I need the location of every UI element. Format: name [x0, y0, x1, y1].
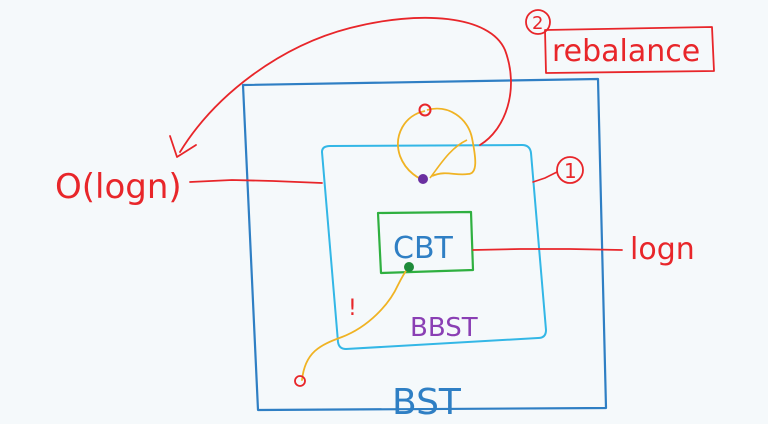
rotation-loop-inner — [426, 107, 477, 177]
bbst-box — [321, 144, 547, 350]
left-connector-line — [189, 179, 323, 184]
warning-mark: ! — [348, 296, 357, 321]
search-path-curve — [301, 267, 409, 381]
marker-one-leader — [532, 171, 558, 183]
right-complexity-label: logn — [630, 232, 695, 267]
right-connector-line — [472, 248, 623, 251]
left-complexity-label: O(logn) — [55, 167, 182, 207]
marker-two-circle — [525, 9, 551, 35]
rebalance-arrow-head — [169, 135, 197, 158]
bst-label: BST — [392, 382, 462, 423]
marker-one-label: 1 — [564, 159, 577, 183]
marker-two-label: 2 — [532, 13, 543, 34]
bst-box — [241, 77, 608, 412]
cbt-root-node — [404, 262, 414, 272]
rotation-loop-cross — [429, 139, 468, 179]
rebalance-arrow-curve — [179, 16, 512, 153]
start-node — [294, 375, 306, 387]
cbt-box — [376, 210, 475, 275]
rebalance-box — [544, 26, 715, 74]
rotation-red-node — [418, 103, 432, 117]
rebalance-label: rebalance — [552, 34, 700, 69]
marker-one-circle — [556, 156, 584, 184]
cbt-label: CBT — [393, 231, 454, 266]
rotation-purple-node — [418, 174, 428, 184]
bbst-label: BBST — [410, 313, 478, 343]
